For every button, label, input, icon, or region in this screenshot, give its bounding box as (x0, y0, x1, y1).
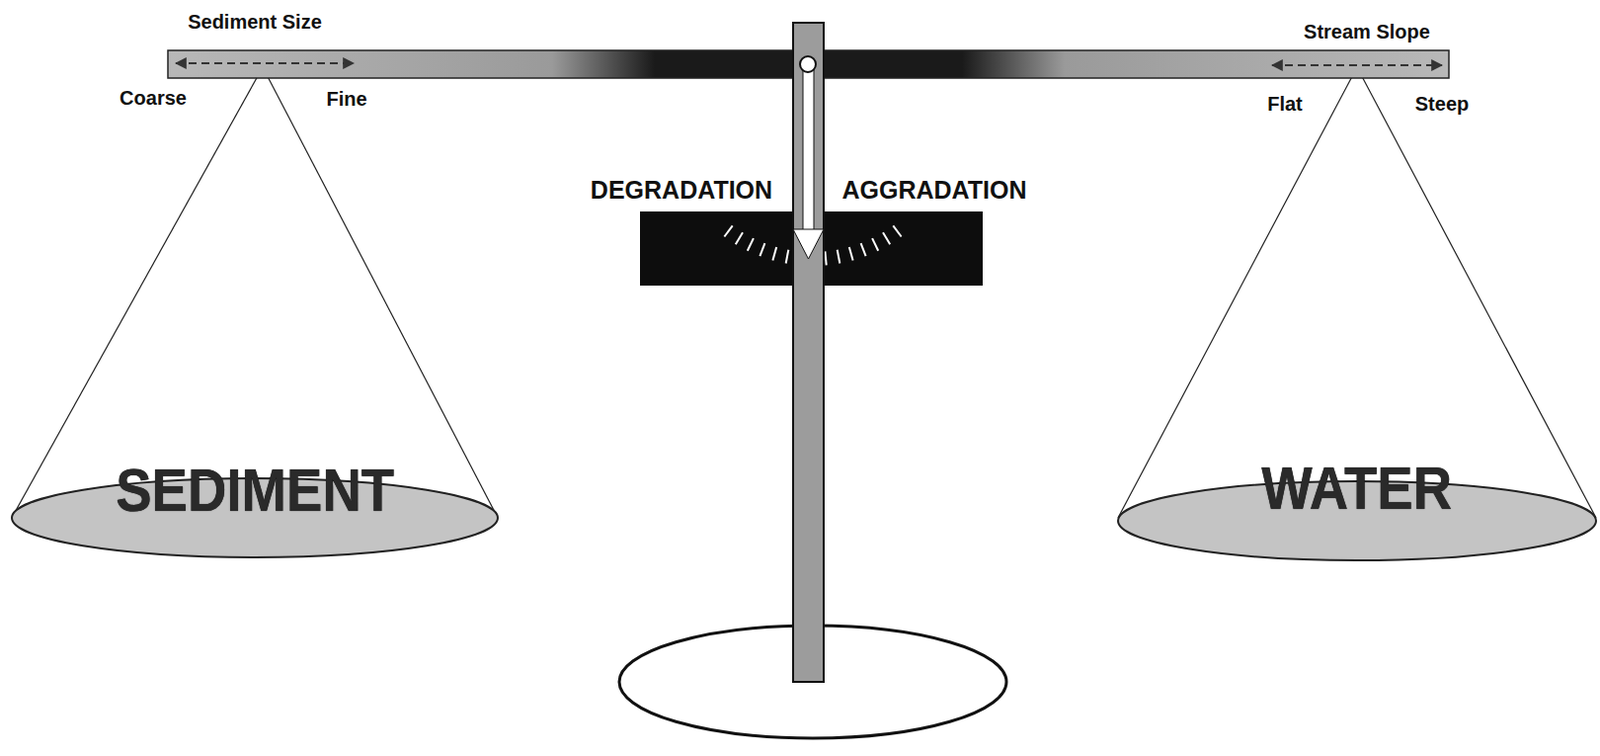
post-shaft (802, 69, 814, 238)
sediment-size-arrow (175, 62, 354, 65)
pivot (800, 56, 816, 73)
scale-label: Fine (325, 87, 367, 110)
pan-label: SEDIMENT (115, 456, 395, 524)
balance-pan: SEDIMENT (9, 434, 500, 561)
dial-tick (735, 232, 743, 244)
scale-label: Sediment Size (187, 10, 322, 33)
scale-label: Coarse (119, 86, 187, 109)
dial-tick (747, 238, 754, 251)
scale-label: Steep (1415, 92, 1469, 115)
dial-tick (872, 238, 879, 251)
scale-label: DEGRADATION (590, 176, 773, 205)
dial-tick (892, 225, 901, 237)
dial-pointer (793, 229, 824, 259)
scale-label: Flat (1267, 92, 1303, 115)
dial-tick (786, 249, 790, 264)
dial-tick (824, 250, 826, 265)
balance-pan: WATER (1116, 437, 1599, 564)
stand-post (793, 22, 824, 682)
dial-tick (759, 242, 765, 256)
dial-tick (861, 242, 867, 256)
dial-tick (882, 232, 890, 244)
dial-tick (849, 246, 854, 260)
pan-label: WATER (1262, 454, 1453, 522)
dial-tick (772, 246, 777, 260)
dial-tick (837, 249, 841, 264)
scale-label: Stream Slope (1303, 20, 1431, 43)
stream-slope-arrow (1272, 64, 1442, 67)
dial-tick (723, 225, 732, 237)
scale-label: AGGRADATION (841, 176, 1027, 205)
